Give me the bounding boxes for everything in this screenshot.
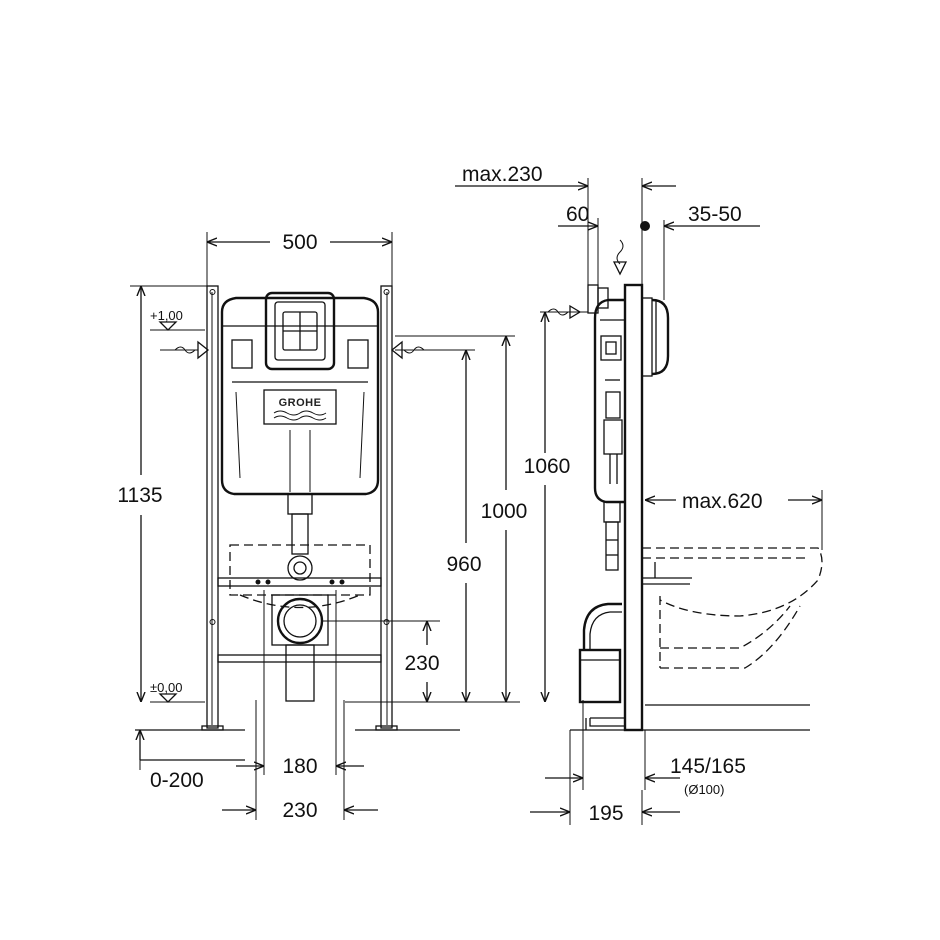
dim-145-165: 145/165: [670, 755, 746, 778]
dim-width-500: 500: [282, 231, 317, 254]
dim-60: 60: [566, 203, 589, 226]
frame-uprights: [201, 285, 398, 731]
dim-height-1135: 1135: [117, 484, 162, 507]
cistern: GROHE: [220, 291, 380, 496]
dim-height-1060: 1060: [524, 455, 571, 478]
brand-logo: GROHE: [279, 397, 322, 409]
side-view: max.230 60 35-50 1060 max.620 145/165 (Ø…: [455, 163, 823, 825]
dim-diameter-100: (Ø100): [684, 782, 724, 797]
dim-spacing-230: 230: [282, 799, 317, 822]
dim-35-50: 35-50: [688, 203, 742, 226]
dim-adjust-0-200: 0-200: [150, 769, 204, 792]
level-zero-label: ±0,00: [150, 680, 182, 695]
dim-max-230: max.230: [462, 163, 543, 186]
dim-spacing-180: 180: [282, 755, 317, 778]
dim-195: 195: [588, 802, 623, 825]
dim-outlet-230: 230: [404, 652, 439, 675]
dim-height-960: 960: [446, 553, 481, 576]
dim-height-1000: 1000: [481, 500, 528, 523]
dim-max-620: max.620: [682, 490, 763, 513]
level-top-label: +1,00: [150, 308, 183, 323]
cistern-side: [593, 298, 625, 571]
front-view: GROHE +1,00 ±0,00: [117, 231, 527, 822]
